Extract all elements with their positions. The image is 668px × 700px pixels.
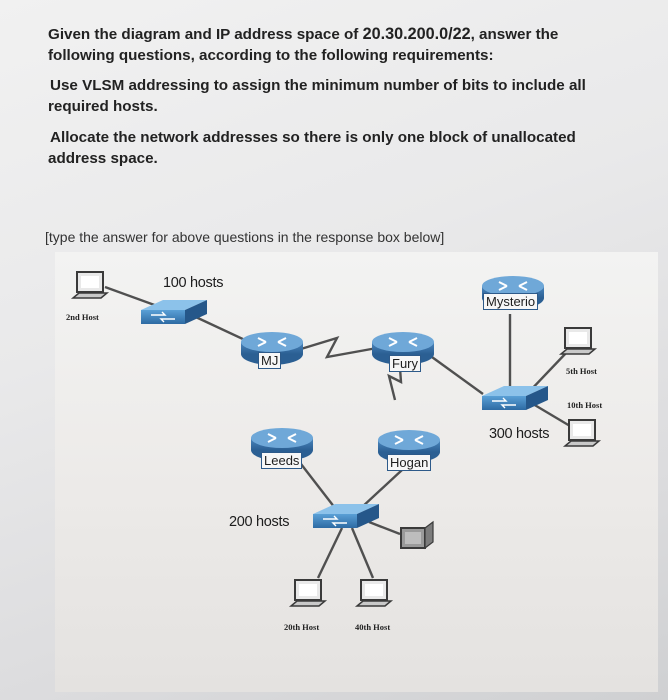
lan-label-100-hosts: 100 hosts [163,275,224,291]
router-label-mysterio: Mysterio [483,293,539,310]
host-label-5th: 5th Host [566,366,597,376]
link-hogan-switch200 [360,469,403,509]
pc-host-20 [288,579,328,607]
serial-fury-hogan [387,367,403,401]
pc-host-2 [70,271,110,299]
link-leeds-switch200 [300,463,336,509]
link-switch200-host20 [316,527,344,579]
pc-host-5 [558,327,598,355]
host-label-10th: 10th Host [567,400,603,410]
requirement-2-line-2: address space. [48,150,158,167]
switch-200-hosts [313,504,379,528]
router-label-mj: MJ [258,352,282,369]
question-line-1: Given the diagram and IP address space o… [48,25,559,43]
link-switch300-host10 [532,402,571,428]
router-label-fury: Fury [389,355,421,372]
router-label-leeds: Leeds [261,452,303,469]
host-label-20th: 20th Host [284,622,320,632]
link-fury-switch300 [424,351,484,395]
lan-label-300-hosts: 300 hosts [489,426,550,442]
serial-mj-fury [290,336,378,359]
requirement-1-line-2: required hosts. [48,98,158,115]
lan-label-200-hosts: 200 hosts [229,514,290,530]
requirement-2-line-1: Allocate the network addresses so there … [50,129,576,146]
switch-100-hosts [141,300,207,324]
link-switch200-host-right [368,520,401,536]
host-label-2nd: 2nd Host [66,312,99,322]
host-label-40th: 40th Host [355,622,391,632]
switch-300-hosts [482,386,548,410]
link-switch200-host40 [350,527,375,579]
router-label-hogan: Hogan [387,454,432,471]
router-hogan [378,430,440,463]
network-diagram: 100 hosts 300 hosts 200 hosts MJ Fury My… [55,252,658,692]
link-host2-switch100 [104,285,161,309]
requirement-1-line-1: Use VLSM addressing to assign the minimu… [50,77,586,94]
pc-host-10 [562,419,602,447]
pc-host-40 [354,579,394,607]
pc-host-unlabeled [400,520,434,550]
instruction-text: [type the answer for above questions in … [45,229,445,245]
address-space: 20.30.200.0/22 [362,25,471,43]
question-line-2: following questions, according to the fo… [48,47,494,64]
